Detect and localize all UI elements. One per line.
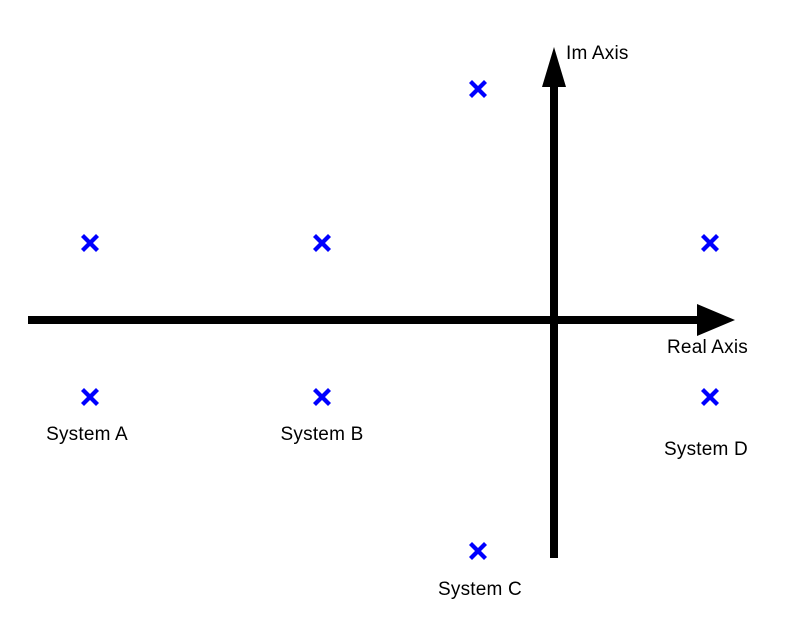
system-label: System C: [438, 579, 522, 600]
imaginary-axis-arrow-icon: [542, 47, 566, 87]
pole-marker-x-icon: [699, 232, 721, 254]
real-axis-label: Real Axis: [667, 337, 749, 358]
pole-marker-x-icon: [79, 232, 101, 254]
imaginary-axis-line: [550, 80, 558, 558]
pole-marker-x-icon: [467, 540, 489, 562]
pole-marker-x-icon: [311, 386, 333, 408]
system-label: System D: [664, 439, 748, 460]
pole-marker-x-icon: [467, 78, 489, 100]
imaginary-axis-label: Im Axis: [566, 43, 629, 64]
pole-marker-x-icon: [699, 386, 721, 408]
pole-marker-x-icon: [79, 386, 101, 408]
real-axis-line: [28, 316, 705, 324]
system-label: System B: [280, 424, 364, 445]
pole-marker-x-icon: [311, 232, 333, 254]
real-axis-arrow-icon: [697, 304, 735, 336]
system-label: System A: [46, 424, 128, 445]
